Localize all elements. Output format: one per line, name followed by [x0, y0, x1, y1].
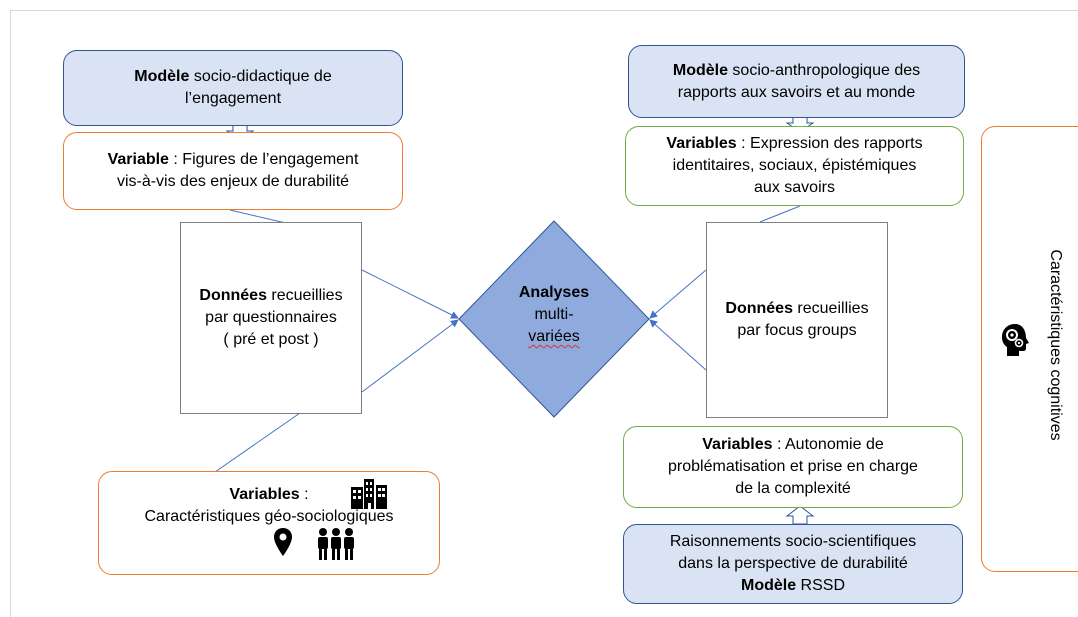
variable-figures-engagement-line2: vis-à-vis des enjeux de durabilité [116, 173, 350, 190]
variables-geo-line1: Variables : [229, 486, 309, 503]
analyses-text: Analyses multi- variées [458, 282, 650, 348]
model-rssd-line1: Raisonnements socio-scientifiques [669, 533, 917, 550]
data-questionnaires-line2: par questionnaires [205, 309, 337, 326]
cognitive-characteristics-box [981, 126, 1078, 572]
model-socio-didactique: Modèle socio-didactique de l’engagement [63, 50, 403, 126]
connector-left-geo [214, 412, 301, 473]
location-pin-icon [274, 528, 292, 556]
variables-expression-rapports: Variables : Expression des rapports iden… [625, 126, 964, 206]
data-questionnaires-line1: Données recueillies [199, 287, 343, 304]
variables-geo-line2: Caractéristiques géo-sociologiques [144, 508, 394, 525]
model-rssd-line3: Modèle RSSD [740, 577, 846, 594]
variables-rapports-line1: Variables : Expression des rapports [666, 135, 923, 152]
analyses-diamond [458, 220, 650, 418]
analyses-title: Analyses [518, 284, 590, 301]
variables-rapports-line2: identitaires, sociaux, épistémiques [672, 157, 917, 174]
model-socio-anthropologique: Modèle socio-anthropologique des rapport… [628, 45, 965, 118]
model-socio-anthropologique-line2: rapports aux savoirs et au monde [677, 83, 916, 101]
model-socio-didactique-line1: Modèle socio-didactique de [134, 68, 332, 85]
cognitive-characteristics-label: Caractéristiques cognitives [1047, 249, 1064, 441]
variable-figures-engagement-line1: Variable : Figures de l’engagement [107, 151, 359, 168]
model-socio-didactique-line2: l’engagement [184, 90, 282, 107]
data-questionnaires: Données recueillies par questionnaires (… [180, 222, 362, 414]
analyses-line2: multi- [534, 306, 574, 323]
variable-figures-engagement: Variable : Figures de l’engagement vis-à… [63, 132, 403, 210]
connector-left-variable [229, 209, 291, 225]
data-focus-groups-line1: Données recueillies [725, 300, 869, 317]
data-questionnaires-line3: ( pré et post ) [223, 331, 319, 348]
model-rssd: Raisonnements socio-scientifiques dans l… [623, 524, 963, 604]
connector-right-top-arrow [649, 269, 707, 319]
variables-autonomie-line3: de la complexité [735, 480, 851, 497]
head-gears-icon [1002, 324, 1029, 356]
variables-autonomie-line2: problématisation et prise en charge [668, 458, 918, 475]
building-icon [351, 479, 387, 509]
connector-right-variable [759, 205, 801, 223]
model-rssd-line2: dans la perspective de durabilité [678, 555, 908, 572]
analyses-multivariees: Analyses multi- variées [458, 220, 650, 418]
data-focus-groups: Données recueillies par focus groups [706, 222, 888, 418]
connector-left-top-arrow [361, 269, 459, 319]
connector-left-bottom-arrow [361, 319, 459, 393]
up-arrow-rssd [785, 505, 815, 525]
variables-autonomie: Variables : Autonomie de problématisatio… [623, 426, 963, 508]
data-focus-groups-line2: par focus groups [737, 322, 857, 339]
variables-autonomie-line1: Variables : Autonomie de [702, 436, 884, 453]
variables-rapports-line3: aux savoirs [754, 179, 835, 196]
model-socio-anthropologique-line1: Modèle socio-anthropologique des [672, 61, 921, 79]
connector-right-bottom-arrow [649, 319, 707, 371]
people-group-icon [318, 528, 354, 560]
analyses-line3: variées [528, 328, 580, 345]
